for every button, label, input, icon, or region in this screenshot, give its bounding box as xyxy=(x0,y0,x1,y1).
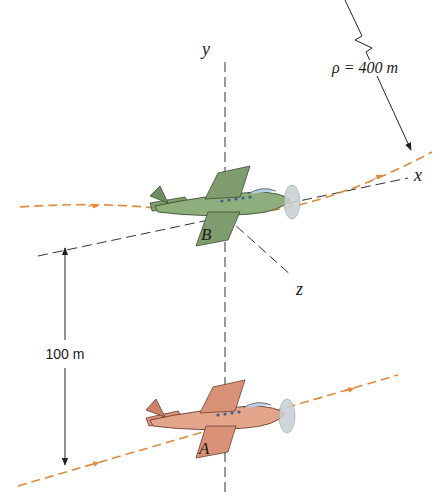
point-label: B xyxy=(201,226,211,243)
axis-label: x xyxy=(414,166,422,184)
z-axis xyxy=(225,216,292,276)
point-label: A xyxy=(199,440,209,457)
airplane-a xyxy=(146,380,295,458)
path-arrow xyxy=(90,463,97,465)
dimension-label: 100 m xyxy=(44,347,87,361)
flight-path-a xyxy=(18,375,398,486)
path-arrow xyxy=(372,176,380,180)
flight-path-b xyxy=(20,152,432,215)
axis-label: y xyxy=(202,40,210,58)
airplane-b xyxy=(150,166,300,246)
dimension-line xyxy=(65,368,66,465)
dimension-line xyxy=(65,248,66,340)
path-arrow xyxy=(88,206,96,207)
radius-label: ρ = 400 m xyxy=(330,60,400,76)
axis-label: z xyxy=(296,280,303,298)
path-arrow xyxy=(345,389,352,391)
